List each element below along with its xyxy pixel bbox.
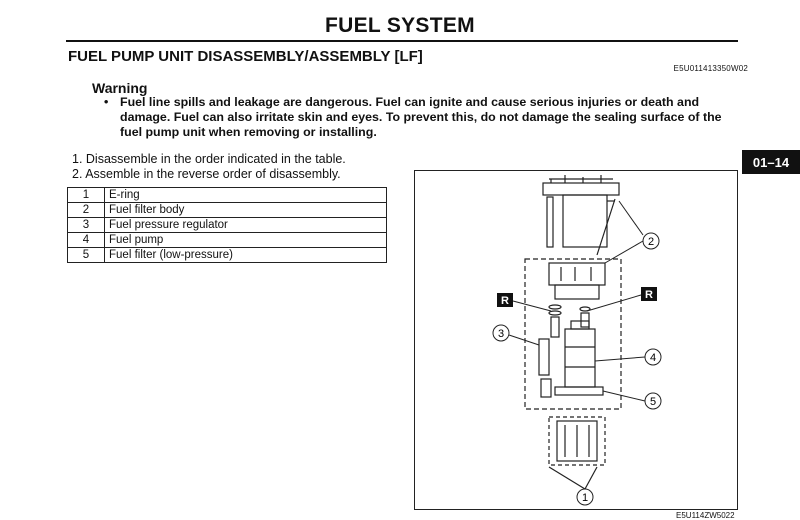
callout-4: 4 <box>644 348 662 366</box>
part-number: 1 <box>67 187 105 203</box>
part-number: 5 <box>67 247 105 263</box>
warning-heading: Warning <box>92 80 148 96</box>
replace-marker-right: R <box>641 287 657 301</box>
table-row: 5 Fuel filter (low-pressure) <box>67 247 387 263</box>
svg-text:1: 1 <box>582 492 588 504</box>
callout-5: 5 <box>644 392 662 410</box>
part-name: Fuel pressure regulator <box>104 217 387 233</box>
svg-text:R: R <box>501 295 509 307</box>
procedure-steps: 1. Disassemble in the order indicated in… <box>72 152 346 182</box>
table-row: 3 Fuel pressure regulator <box>67 217 387 233</box>
step-2: 2. Assemble in the reverse order of disa… <box>72 167 341 181</box>
table-row: 2 Fuel filter body <box>67 202 387 218</box>
svg-text:4: 4 <box>650 352 656 364</box>
svg-text:5: 5 <box>650 396 656 408</box>
title-rule <box>66 40 738 42</box>
part-name: E-ring <box>104 187 387 203</box>
fuel-filter-body <box>548 262 606 286</box>
pump-flange <box>542 182 620 196</box>
page-title: FUEL SYSTEM <box>325 14 475 37</box>
svg-text:3: 3 <box>498 328 504 340</box>
part-number: 4 <box>67 232 105 248</box>
callout-3: 3 <box>492 324 510 342</box>
section-tab: 01–14 <box>742 150 800 174</box>
fuel-pump <box>564 328 596 388</box>
warning-body: Fuel line spills and leakage are dangero… <box>120 95 722 139</box>
callout-2: 2 <box>642 232 660 250</box>
warning-text: • Fuel line spills and leakage are dange… <box>104 95 738 140</box>
figure-code: E5U114ZW5022 <box>676 511 735 520</box>
part-name: Fuel filter (low-pressure) <box>104 247 387 263</box>
bullet-icon: • <box>104 95 109 109</box>
exploded-view-figure: 2 3 4 5 1 R R <box>414 170 738 510</box>
replace-marker-left: R <box>497 293 513 307</box>
parts-table: 1 E-ring 2 Fuel filter body 3 Fuel press… <box>67 187 387 263</box>
fuel-filter-low-pressure <box>554 386 604 396</box>
part-number: 2 <box>67 202 105 218</box>
part-name: Fuel pump <box>104 232 387 248</box>
section-title: FUEL PUMP UNIT DISASSEMBLY/ASSEMBLY [LF] <box>68 48 423 65</box>
callout-1: 1 <box>576 488 594 506</box>
fuel-pump-unit-drawing: 2 3 4 5 1 R R <box>492 175 662 506</box>
part-number: 3 <box>67 217 105 233</box>
part-name: Fuel filter body <box>104 202 387 218</box>
svg-text:2: 2 <box>648 236 654 248</box>
table-row: 1 E-ring <box>67 187 387 203</box>
svg-text:R: R <box>645 289 653 301</box>
step-1: 1. Disassemble in the order indicated in… <box>72 152 346 166</box>
document-code: E5U011413350W02 <box>673 64 748 73</box>
fuel-pressure-regulator <box>538 338 550 376</box>
table-row: 4 Fuel pump <box>67 232 387 248</box>
